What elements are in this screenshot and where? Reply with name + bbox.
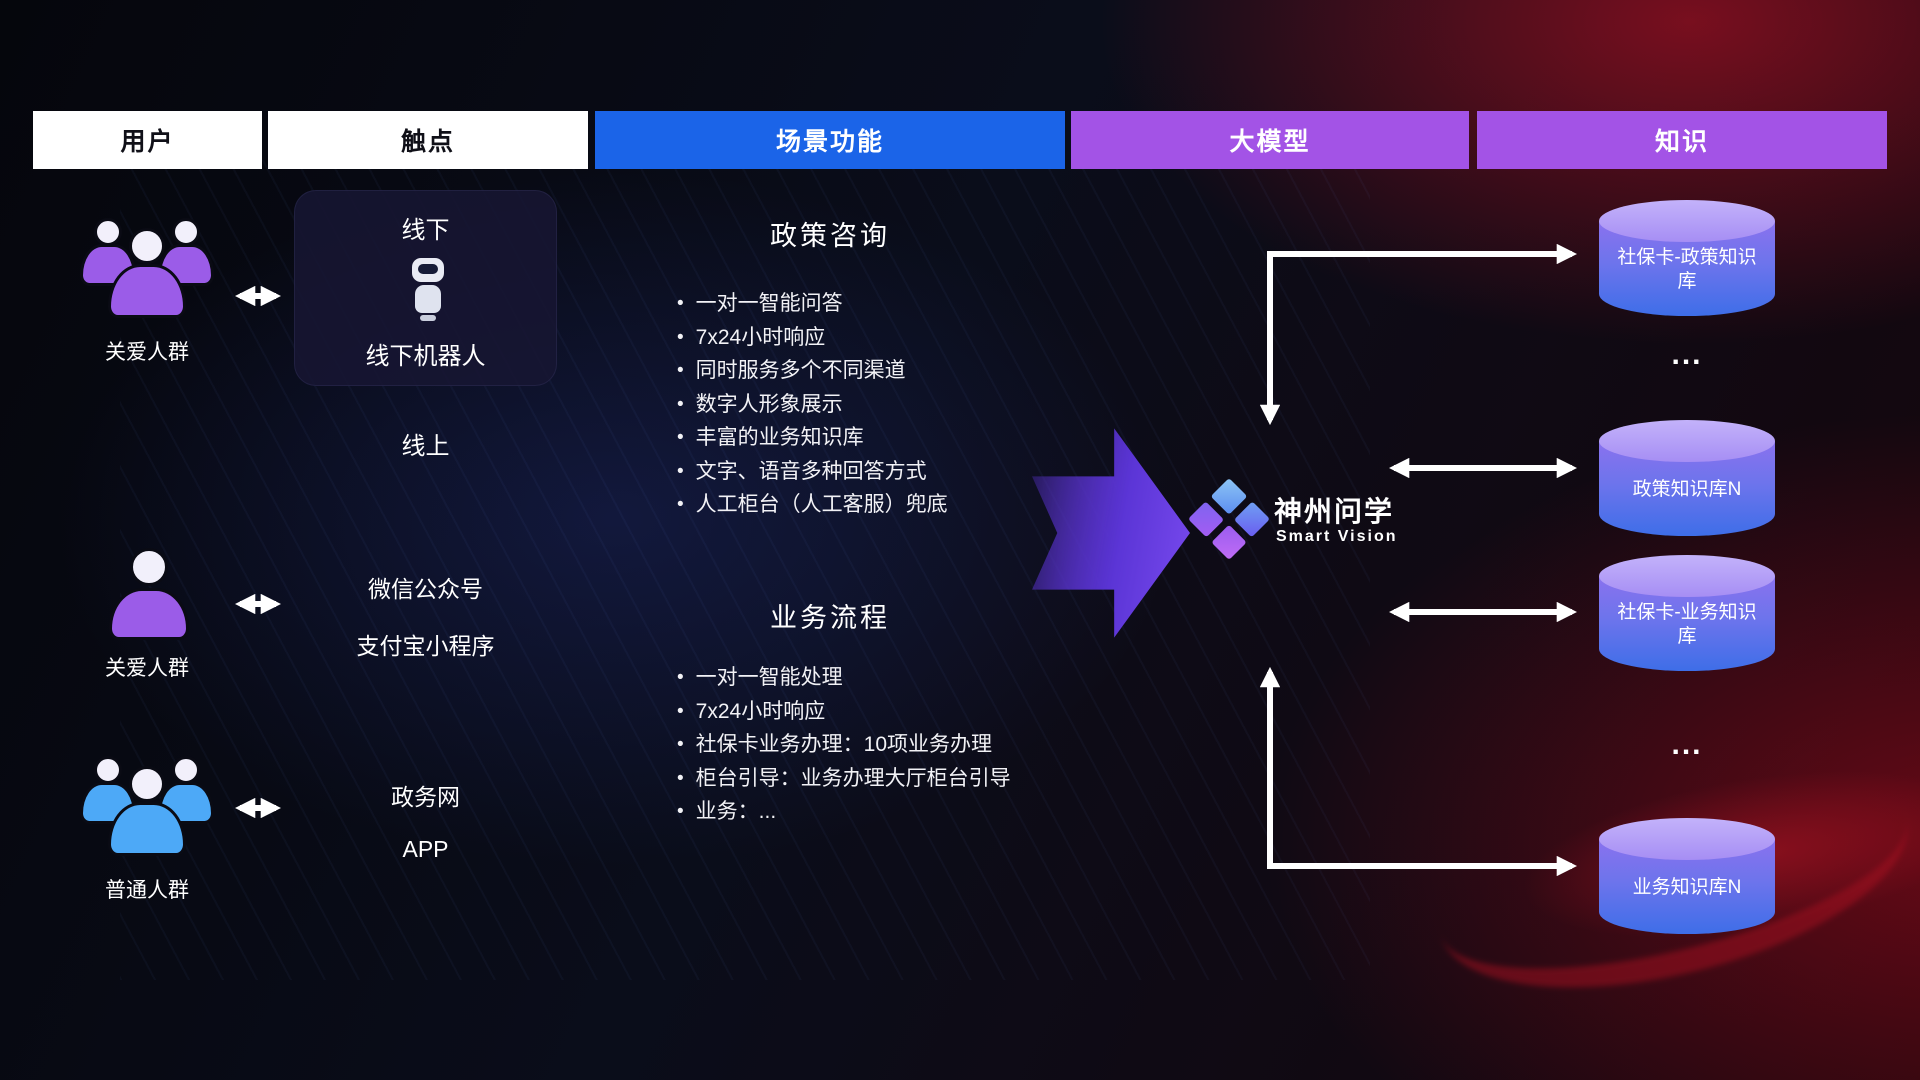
feature-item: 7x24小时响应 [677, 322, 948, 356]
user-label-general-group: 普通人群 [105, 879, 189, 902]
offline-title: 线下 [401, 217, 450, 244]
user-label-care-group-1: 关爱人群 [105, 341, 189, 364]
database-icon: 政策知识库N [1599, 420, 1775, 536]
header-col-scene: 场景功能 [595, 111, 1065, 169]
database-icon: 社保卡-业务知识库 [1599, 555, 1775, 671]
feature-item: 柜台引导：业务办理大厅柜台引导 [677, 763, 1011, 797]
feature-item: 业务：... [677, 796, 1011, 830]
robot-icon [406, 258, 450, 322]
offline-robot-label: 线下机器人 [365, 343, 486, 370]
policy-feature-list: 一对一智能问答 7x24小时响应 同时服务多个不同渠道 数字人形象展示 丰富的业… [677, 288, 948, 523]
touchpoint-alipay: 支付宝小程序 [356, 633, 495, 659]
header-col-model: 大模型 [1071, 111, 1469, 169]
feature-item: 丰富的业务知识库 [677, 422, 948, 456]
database-top [1599, 420, 1775, 462]
model-subtitle: Smart Vision [1276, 528, 1398, 545]
ellipsis: ... [1671, 338, 1703, 371]
group-people-purple-icon [72, 212, 222, 324]
arrow-model-db1 [1259, 243, 1578, 426]
feature-item: 人工柜台（人工客服）兜底 [677, 489, 948, 523]
offline-touchpoint-card: 线下 线下机器人 [294, 190, 557, 386]
feature-item: 一对一智能处理 [677, 662, 1011, 696]
diamond-logo-icon [1187, 477, 1271, 561]
touchpoint-gov-web: 政务网 [391, 784, 460, 810]
database-icon: 社保卡-政策知识库 [1599, 200, 1775, 316]
online-title: 线上 [401, 433, 450, 460]
single-person-purple-icon [99, 548, 199, 648]
user-label-care-group-2: 关爱人群 [105, 657, 189, 680]
database-top [1599, 200, 1775, 242]
touchpoint-wechat: 微信公众号 [368, 576, 483, 602]
feature-item: 社保卡业务办理：10项业务办理 [677, 729, 1011, 763]
touchpoint-app: APP [402, 836, 449, 862]
scene-title-policy: 政策咨询 [770, 221, 890, 251]
scene-title-business: 业务流程 [770, 603, 890, 633]
database-top [1599, 555, 1775, 597]
feature-item: 文字、语音多种回答方式 [677, 456, 948, 490]
feature-item: 数字人形象展示 [677, 389, 948, 423]
arrow-model-db4 [1259, 666, 1578, 877]
feature-item: 一对一智能问答 [677, 288, 948, 322]
business-feature-list: 一对一智能处理 7x24小时响应 社保卡业务办理：10项业务办理 柜台引导：业务… [677, 662, 1011, 830]
header-col-touchpoint: 触点 [268, 111, 588, 169]
header-col-user: 用户 [33, 111, 262, 169]
group-people-blue-icon [72, 750, 222, 862]
database-icon: 业务知识库N [1599, 818, 1775, 934]
feature-item: 7x24小时响应 [677, 696, 1011, 730]
ellipsis: ... [1671, 728, 1703, 761]
database-label: 社保卡-业务知识库 [1617, 602, 1757, 647]
database-label: 社保卡-政策知识库 [1617, 247, 1757, 292]
database-label: 政策知识库N [1632, 479, 1742, 500]
model-name: 神州问学 [1274, 496, 1395, 527]
header-col-knowledge: 知识 [1477, 111, 1887, 169]
database-label: 业务知识库N [1632, 877, 1742, 898]
feature-item: 同时服务多个不同渠道 [677, 355, 948, 389]
